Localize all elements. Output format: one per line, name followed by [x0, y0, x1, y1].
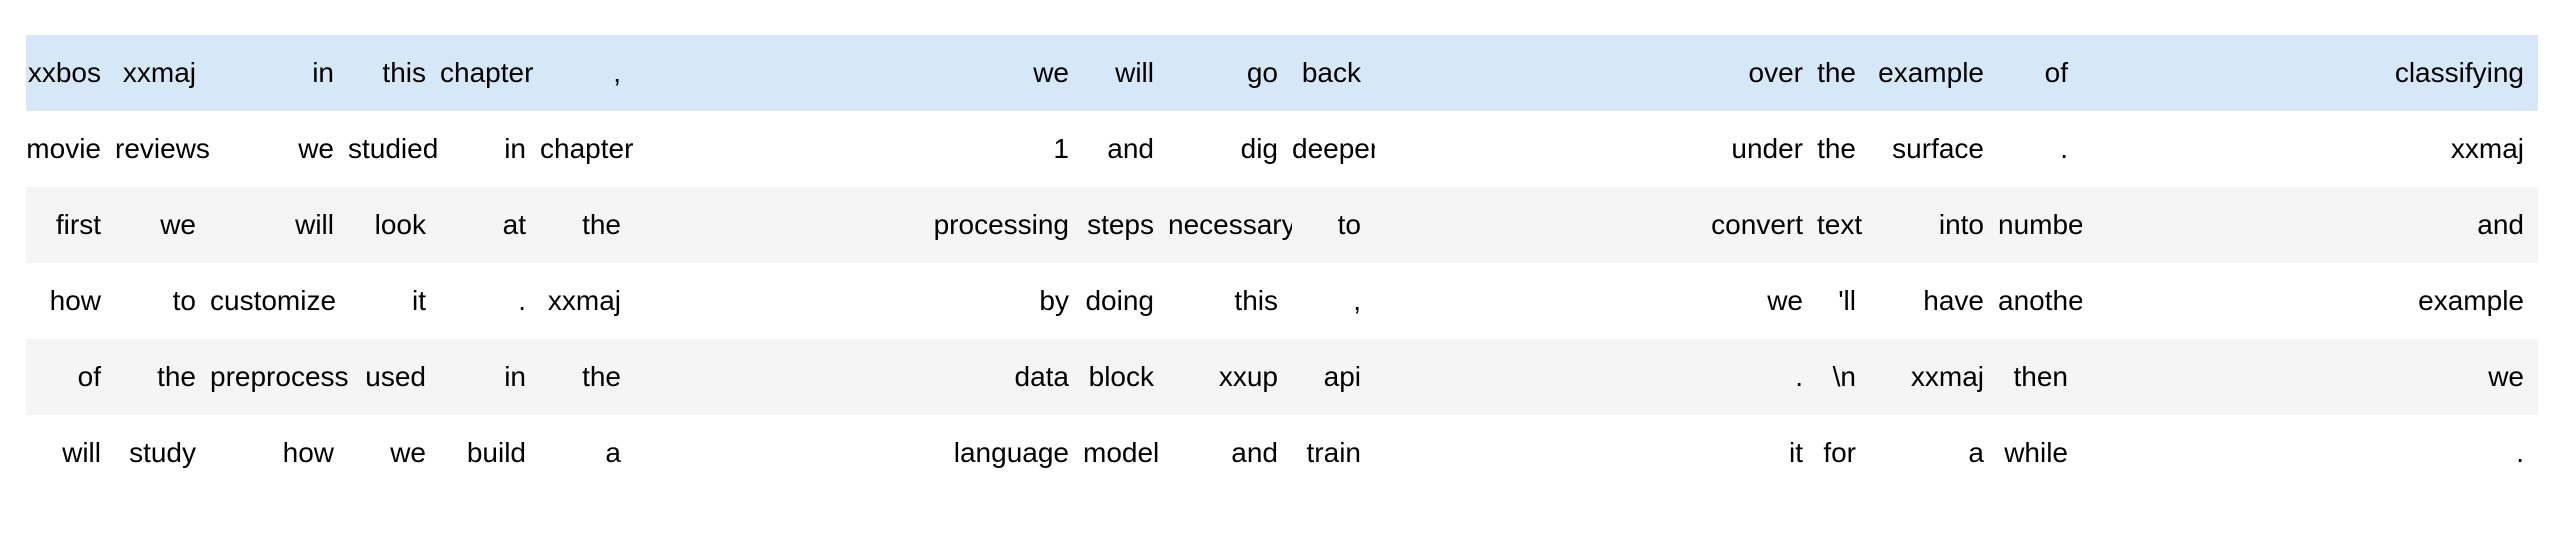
token-cell: in [504, 361, 526, 392]
token-cell: how [49, 285, 101, 316]
token-cell: dig [1240, 133, 1278, 164]
token-cell: language [953, 437, 1069, 468]
token-cell: steps [1087, 209, 1154, 240]
token-row: of the preprocessor used in the data block xxup a… [26, 339, 2538, 415]
token-cell: xxup [1218, 361, 1278, 392]
token-cell: at [502, 209, 526, 240]
token-cell: necessary [1168, 209, 1292, 240]
token-cell: back [1301, 57, 1361, 88]
token-cell: the [157, 361, 196, 392]
token-cell: we [1767, 285, 1803, 316]
token-cell: block [1088, 361, 1154, 392]
token-cell: model [1083, 437, 1160, 468]
token-cell: train [1306, 437, 1361, 468]
token-cell: under [1731, 133, 1803, 164]
token-cell: in [312, 57, 334, 88]
token-cell: processing [933, 209, 1069, 240]
token-cell: . [1795, 361, 1803, 392]
token-cell: of [2044, 57, 2068, 88]
token-cell: \n [1832, 361, 1856, 392]
token-cell: reviews [115, 133, 210, 164]
token-cell: . [2516, 437, 2524, 468]
token-cell: look [374, 209, 426, 240]
token-cell: surface [1892, 133, 1984, 164]
token-cell: chapter [540, 133, 634, 164]
token-cell: we [2488, 361, 2524, 392]
token-cell: , [1353, 285, 1361, 316]
token-cell: api [1323, 361, 1361, 392]
token-cell: will [1115, 57, 1154, 88]
token-cell: we [390, 437, 426, 468]
token-cell: studied [348, 133, 439, 164]
token-cell: doing [1085, 285, 1154, 316]
token-cell: text [1817, 209, 1863, 240]
token-cell: deeper [1292, 133, 1375, 164]
token-cell: example [1878, 57, 1984, 88]
token-cell: numbers [1998, 209, 2082, 240]
token-cell: a [605, 437, 621, 468]
token-cell: while [2004, 437, 2068, 468]
token-cell: to [172, 285, 196, 316]
token-cell: example [2418, 285, 2524, 316]
token-cell: chapter [440, 57, 534, 88]
token-cell: and [2477, 209, 2524, 240]
token-cell: xxbos [27, 57, 101, 88]
token-cell: first [55, 209, 101, 240]
token-cell: xxmaj [2450, 133, 2524, 164]
token-cell: for [1823, 437, 1856, 468]
token-cell: we [298, 133, 334, 164]
token-cell: another [1998, 285, 2082, 316]
token-cell: it [1789, 437, 1803, 468]
token-cell: to [1337, 209, 1361, 240]
token-cell: the [1817, 57, 1856, 88]
token-row: first we will look at the processing steps neces… [26, 187, 2538, 263]
token-cell: . [518, 285, 526, 316]
token-cell: in [504, 133, 526, 164]
token-cell: of [77, 361, 101, 392]
token-cell: 'll [1838, 285, 1856, 316]
token-cell: and [1107, 133, 1154, 164]
token-cell: study [129, 437, 196, 468]
token-cell: . [2060, 133, 2068, 164]
token-cell: the [582, 209, 621, 240]
token-cell: used [365, 361, 426, 392]
token-cell: have [1923, 285, 1984, 316]
token-cell: go [1246, 57, 1278, 88]
token-cell: will [62, 437, 101, 468]
token-cell: the [1817, 133, 1856, 164]
token-cell: it [412, 285, 426, 316]
token-cell: over [1748, 57, 1803, 88]
token-cell: classifying [2394, 57, 2524, 88]
token-cell: will [295, 209, 334, 240]
token-cell: preprocessor [210, 361, 348, 392]
token-cell: a [1968, 437, 1984, 468]
token-cell: this [382, 57, 426, 88]
token-cell: then [2013, 361, 2069, 392]
token-cell: the [582, 361, 621, 392]
token-cell: build [466, 437, 526, 468]
token-cell: we [1033, 57, 1069, 88]
token-cell: movie [26, 133, 101, 164]
token-cell: xxmaj [547, 285, 621, 316]
token-cell: convert [1711, 209, 1803, 240]
token-cell: and [1231, 437, 1278, 468]
token-cell: 1 [1053, 133, 1069, 164]
token-cell: xxmaj [122, 57, 196, 88]
token-cell: this [1234, 285, 1278, 316]
token-cell: by [1039, 285, 1069, 316]
token-cell: xxmaj [1910, 361, 1984, 392]
token-cell: how [282, 437, 334, 468]
token-cell: we [160, 209, 196, 240]
token-cell: , [613, 57, 621, 88]
token-cell: customize [210, 285, 337, 316]
token-cell: data [1014, 361, 1070, 392]
token-cell: into [1938, 209, 1984, 240]
